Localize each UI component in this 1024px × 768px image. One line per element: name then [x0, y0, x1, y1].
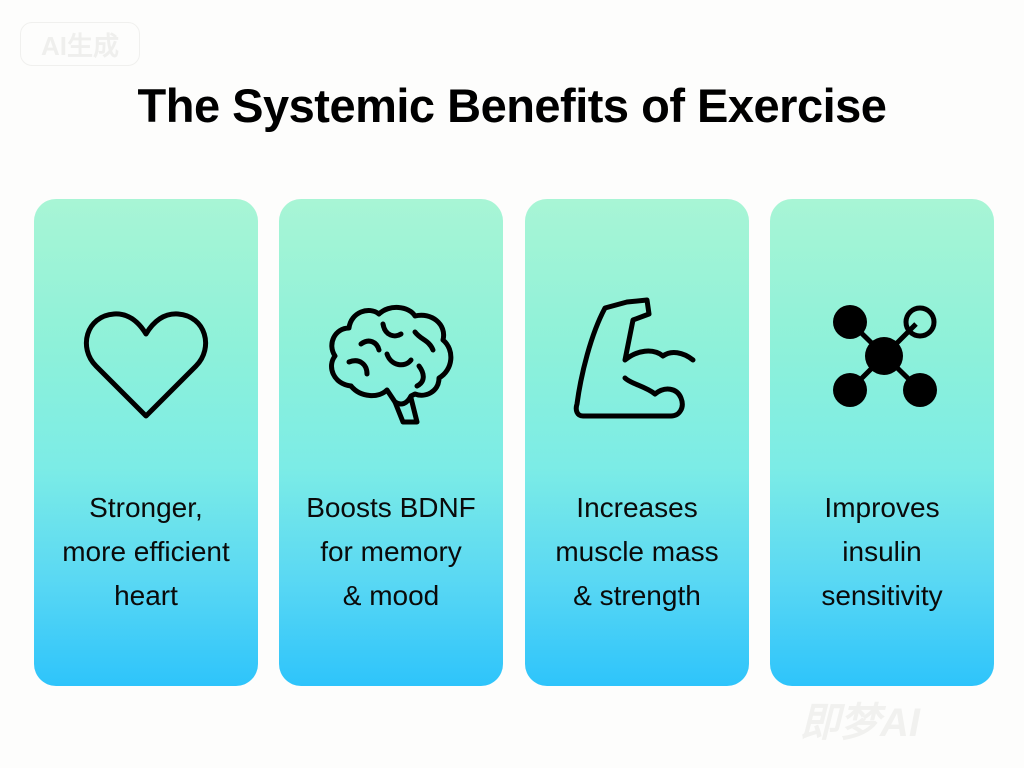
caption-line: muscle mass [555, 536, 719, 567]
caption-line: sensitivity [821, 580, 943, 611]
caption-line: Boosts BDNF [306, 492, 476, 523]
ai-generated-badge: AI生成 [20, 22, 140, 66]
caption-line: & strength [573, 580, 701, 611]
watermark: 即梦AI [800, 701, 920, 745]
card-insulin: Improves insulin sensitivity [770, 199, 994, 686]
caption-line: Stronger, [89, 492, 203, 523]
caption-line: more efficient [62, 536, 230, 567]
heart-icon [83, 311, 209, 419]
brain-icon [329, 305, 454, 425]
card-caption: Boosts BDNF for memory & mood [279, 486, 503, 618]
caption-line: insulin [842, 536, 922, 567]
caption-line: for memory [320, 536, 462, 567]
caption-line: heart [114, 580, 178, 611]
card-caption: Stronger, more efficient heart [34, 486, 258, 618]
page-title: The Systemic Benefits of Exercise [137, 79, 887, 132]
card-heart: Stronger, more efficient heart [34, 199, 258, 686]
caption-line: & mood [342, 580, 440, 611]
flexed-arm-icon [573, 297, 696, 419]
caption-line: Improves [824, 492, 940, 523]
card-muscle: Increases muscle mass & strength [525, 199, 749, 686]
caption-line: Increases [576, 492, 698, 523]
card-caption: Increases muscle mass & strength [525, 486, 749, 618]
molecule-icon [833, 305, 937, 407]
card-brain: Boosts BDNF for memory & mood [279, 199, 503, 686]
card-caption: Improves insulin sensitivity [770, 486, 994, 618]
